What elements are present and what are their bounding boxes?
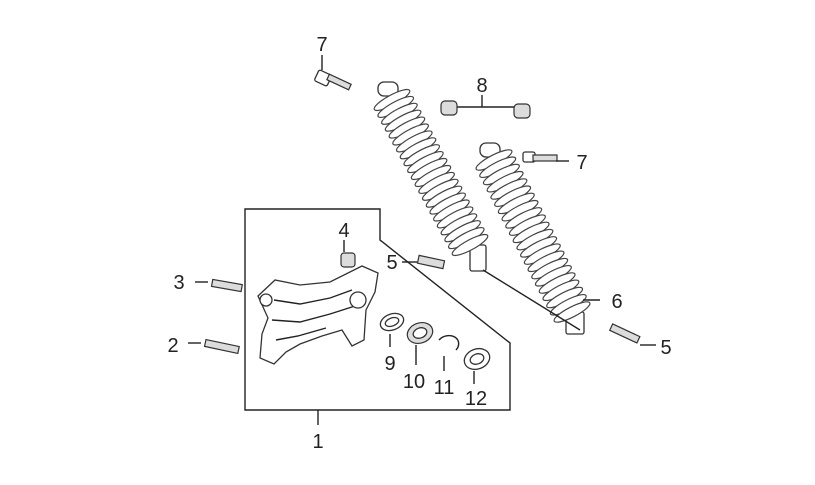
callout-3: 3 [173, 272, 184, 294]
callout-11: 11 [434, 377, 455, 399]
collar-4 [340, 240, 356, 268]
bolt-5-middle [402, 254, 446, 270]
right-shock-absorber [475, 142, 591, 335]
leader-6a [482, 269, 581, 331]
callout-10: 10 [403, 371, 425, 393]
callout-2: 2 [167, 335, 178, 357]
left-shock-absorber [373, 81, 489, 272]
bearing-10 [406, 322, 434, 365]
callout-8: 8 [476, 75, 487, 97]
bolt-3 [195, 278, 243, 293]
callout-9: 9 [384, 353, 395, 375]
bolt-5-right [608, 323, 656, 346]
spring-coil [451, 233, 489, 257]
bolt-7-top [314, 55, 352, 91]
circlip-11 [438, 334, 460, 371]
callout-1: 1 [312, 431, 323, 453]
callout-12: 12 [465, 388, 487, 410]
seal-12 [463, 347, 491, 384]
seal-9 [379, 312, 405, 347]
callout-7-top: 7 [316, 34, 327, 56]
callout-4: 4 [338, 220, 349, 242]
callout-7-right: 7 [576, 152, 587, 174]
callout-5-middle: 5 [386, 252, 397, 274]
spring-coil [553, 301, 591, 323]
callout-5-right: 5 [660, 337, 671, 359]
bolt-7-right [522, 151, 569, 163]
bolt-2 [188, 338, 240, 355]
caliper-housing [257, 265, 379, 365]
assembly-frame [244, 208, 511, 411]
bushing-8 [440, 95, 531, 119]
callout-6: 6 [611, 291, 622, 313]
